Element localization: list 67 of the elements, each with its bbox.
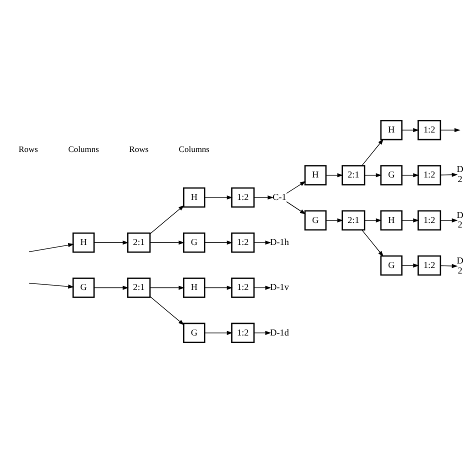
arrow [362,230,384,257]
node-text: C-1 [272,192,286,202]
arrow [402,218,420,222]
arrow [150,296,184,326]
node-box: 1:2 [418,255,442,276]
node-box: 1:2 [231,322,255,344]
label: Rows [18,144,38,154]
arrow [402,128,420,132]
node-box: 1:2 [231,187,255,208]
node-box: 2:1 [127,232,151,253]
node-text: D-1v [270,282,289,292]
arrow [364,218,382,222]
arrow [286,201,306,214]
node-box: 1:2 [418,165,442,186]
node-box: 1:2 [231,278,255,298]
arrow [150,240,185,245]
arrow [204,240,233,245]
arrow [254,240,272,245]
node-box: 2:1 [342,210,366,231]
arrow [204,195,233,200]
node-box: 1:2 [418,210,442,231]
node-box: H [380,210,402,231]
node-box: G [304,210,327,231]
arrow [440,264,458,268]
node-box: G [183,322,206,344]
node-box: G [183,232,206,253]
arrow [254,286,272,290]
node-box: 2:1 [127,278,151,298]
arrow [402,263,420,268]
arrow [254,195,274,200]
label: Columns [178,144,210,154]
node-box: H [72,232,95,253]
node-box: H [380,120,402,140]
node-box: H [183,187,206,208]
arrow [254,330,272,335]
node-box: G [72,278,95,298]
arrow [364,173,382,178]
node-text: D 2 [456,210,464,230]
arrow [204,330,233,335]
node-text: D 2 [456,256,464,276]
node-box: 1:2 [231,232,255,253]
node-text: D-1d [270,327,289,338]
arrow [440,128,460,132]
node-text: D 2 [456,164,464,184]
arrow [94,240,129,245]
arrow [150,286,185,290]
arrow [440,172,458,177]
arrow [362,138,384,166]
node-box: G [380,255,402,276]
arrow [326,218,344,222]
arrow [402,173,420,178]
node-box: 1:2 [418,120,442,140]
node-box: 2:1 [342,165,366,186]
arrow [440,218,458,222]
node-box: G [380,165,402,186]
arrow [94,286,129,290]
arrow [204,286,233,290]
node-box: H [304,165,327,186]
arrow [286,181,306,194]
arrow [28,243,74,252]
arrow [150,205,184,234]
label: Rows [129,144,149,154]
arrow [326,173,344,178]
arrow [28,282,74,289]
label: Columns [68,144,99,154]
node-text: D-1h [270,237,289,248]
node-box: H [183,278,206,298]
